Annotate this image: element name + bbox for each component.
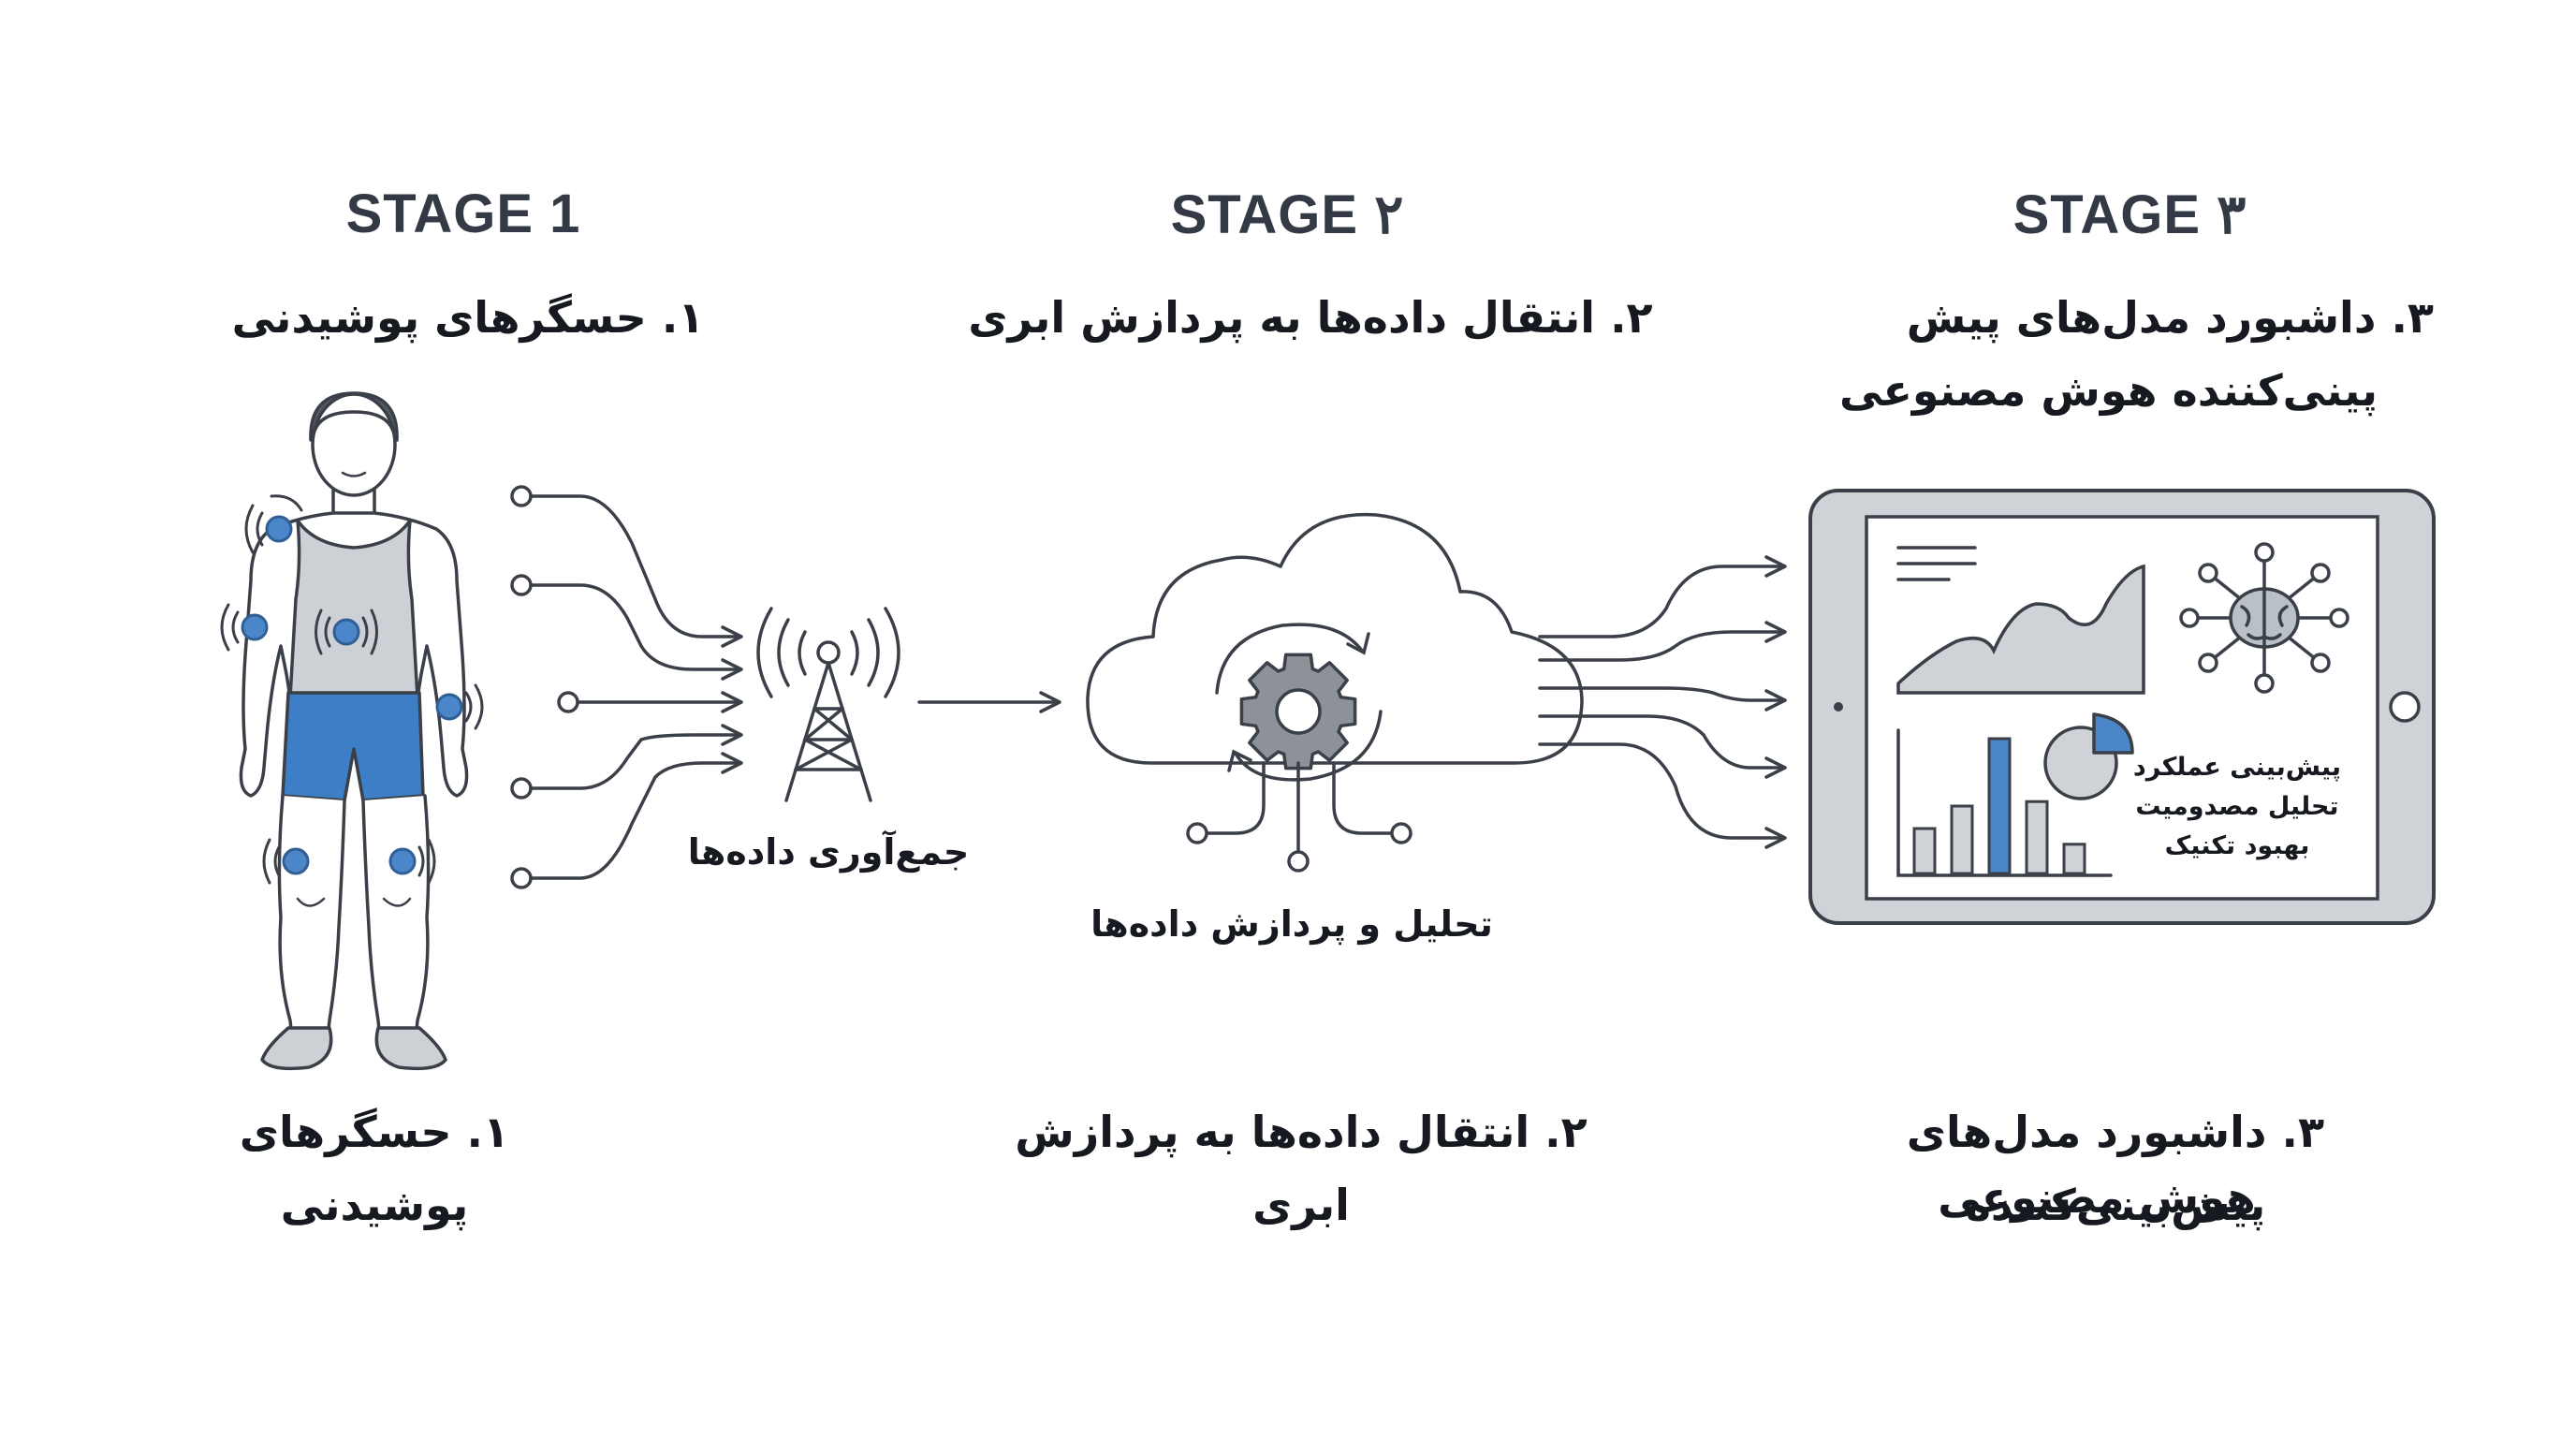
dashboard-line-3: بهبود تکنیک	[2164, 831, 2310, 860]
sensor-data-streams	[510, 485, 743, 889]
stage-3-footer-line2: هوش مصنوعی	[1938, 1172, 2256, 1223]
dashboard-line-2: تحلیل مصدومیت	[2135, 792, 2339, 821]
dashboard-line-1: پیش‌بینی عملکرد	[2132, 753, 2342, 782]
data-collection-label: جمع‌آوری داده‌ها	[687, 831, 970, 873]
brain-icon	[2179, 542, 2349, 694]
output-streams	[1538, 555, 1787, 849]
stage-2-header: ۲. انتقال داده‌ها به پردازش ابری	[968, 292, 1653, 343]
stage-3-header-line2: پینی‌کننده هوش مصنوعی	[1838, 365, 2378, 416]
pie-chart-icon	[2043, 712, 2134, 800]
gear-icon	[1239, 653, 1357, 770]
stage-1-title: STAGE 1	[345, 183, 581, 244]
network-node-icon	[2329, 608, 2349, 628]
sensor-wave-icon	[220, 494, 484, 885]
dashboard-bar	[1950, 804, 1974, 875]
refresh-cycle-icon	[1215, 623, 1383, 782]
network-node-icon	[2198, 563, 2218, 583]
dashboard-bar	[2025, 800, 2049, 875]
sensor-dot-icon	[241, 515, 463, 875]
dashboard-bar	[2062, 843, 2086, 875]
network-node-icon	[2254, 673, 2275, 694]
antenna-tower-icon	[756, 607, 900, 802]
network-node-icon	[2254, 542, 2275, 563]
bar-chart-icon	[1896, 728, 2113, 877]
stage-1-header: ۱. حسگرهای پوشیدنی	[231, 292, 705, 343]
network-node-icon	[2310, 653, 2331, 673]
stage-2-title: STAGE ۲	[1170, 184, 1404, 245]
stage-2-footer: ۲. انتقال داده‌ها به پردازش ابری	[1015, 1107, 1588, 1230]
cloud-icon	[1086, 512, 1584, 765]
stage-3-footer-line1: ۳. داشبورد مدل‌های پیش‌بینی‌کننده	[1906, 1107, 2325, 1230]
network-node-icon	[2310, 563, 2331, 583]
stage-3-header-line1: ۳. داشبورد مدل‌های پیش	[1906, 292, 2434, 343]
analysis-processing-label: تحلیل و پردازش داده‌ها	[1090, 903, 1493, 945]
dashboard-bar	[1987, 737, 2012, 875]
stage-3-title: STAGE ۳	[2012, 184, 2247, 245]
dashboard-bar	[1912, 827, 1937, 875]
area-chart-icon	[1896, 546, 2145, 695]
stage-1-footer: ۱. حسگرهای پوشیدنی	[239, 1107, 510, 1230]
network-node-icon	[2198, 653, 2218, 673]
processing-nodes	[1186, 761, 1412, 873]
network-node-icon	[2179, 608, 2200, 628]
human-figure-icon	[239, 391, 469, 1071]
